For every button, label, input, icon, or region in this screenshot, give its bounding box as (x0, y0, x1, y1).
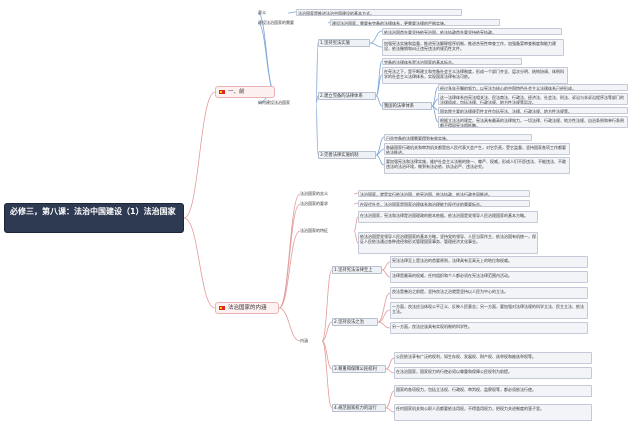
connector-line (257, 22, 276, 93)
legal-system-leaf-1[interactable]: 完备的法律体系是法治国家的基本标志。 (382, 58, 522, 65)
connector-line (375, 154, 385, 166)
meaning-of-rule-of-law-label[interactable]: 法治国家的含义 (300, 191, 328, 196)
connector-line (375, 74, 383, 97)
connector-line (385, 390, 395, 409)
branch-lower-topic[interactable]: 法治国家的内涵 (215, 302, 279, 314)
flag-icon (219, 90, 225, 94)
connector-line (183, 217, 216, 309)
connector-line (183, 91, 216, 219)
features-leaf-1[interactable]: 在法治国家，宪法和法律是治国理政的根本依据，依法治国是党领导人民治理国家的基本方… (358, 211, 538, 223)
good-law-leaf-2[interactable]: 一方面，良法应当体现公平正义、反映人民意志；另一方面，要加强对法律法规的科学立法… (390, 302, 588, 319)
state-power-leaf-2[interactable]: 任何国家机关和公职人员都要依法用权，不得滥用权力，把权力关进制度的笼子里。 (394, 404, 592, 421)
group-good-law-label[interactable]: 2.坚持良法之治 (332, 318, 378, 326)
our-legal-system-label[interactable]: 我国的法律体系 (382, 102, 432, 110)
connector-line (381, 261, 391, 271)
connector-line (385, 357, 395, 370)
citizen-rights-leaf-1[interactable]: 公民依法享有广泛的权利，如生存权、发展权、财产权、选举权和被选举权等。 (394, 352, 592, 364)
requirement-label[interactable]: 建设法治国家的需要 (258, 20, 294, 25)
connector-line (278, 193, 301, 309)
rule-of-law-requirement-label[interactable]: 法治国家的要求 (300, 201, 328, 206)
features-leaf-2[interactable]: 依法治国是党领导人民治理国家的基本方略，坚持党的领导、人民当家作主、依法治国有机… (358, 232, 538, 254)
connector-line (385, 368, 395, 374)
good-law-leaf-1[interactable]: 良法是善治之前提，坚持良法之治就是坚持以人民为中心的立法。 (390, 287, 588, 299)
connector-line (315, 42, 319, 104)
our-legal-system-leaf-4[interactable]: 根据立法法的规定，宪法具有最高的法律效力，一切法律、行政法规、地方性法规、自治条… (438, 116, 628, 128)
group-constitution-label[interactable]: 1.坚持宪法实施 (318, 39, 370, 47)
connector-line (287, 11, 297, 14)
connector-line (385, 407, 395, 413)
meaning-text[interactable]: 法治国家是推进法治中国建设的基本方式。 (296, 9, 462, 16)
group-legal-system-label[interactable]: 2.建立完备的法律体系 (318, 92, 376, 100)
group-citizen-rights-label[interactable]: 3.尊重和保障公民权利 (332, 365, 386, 373)
supremacy-leaf-2[interactable]: 法律是最高的权威，任何组织和个人都必须在宪法法律范围内活动。 (390, 271, 588, 283)
group-state-power-label[interactable]: 4.规范国家权力的运行 (332, 404, 386, 412)
citizen-rights-leaf-2[interactable]: 在法治国家，国家权力的行使必须以尊重和保障公民权利为前提。 (394, 367, 592, 379)
state-power-leaf-1[interactable]: 国家的各项权力，包括立法权、行政权、审判权、监察权等，都必须依法行使。 (394, 385, 592, 397)
connector-line (321, 269, 333, 342)
connector-line (369, 30, 383, 44)
connector-line (315, 95, 319, 104)
rule-of-law-requirement-text[interactable]: 在现代社会，法治国家是国家治理体系和治理能力现代化的重要标志。 (358, 200, 530, 207)
connector-line (353, 230, 359, 244)
connector-line (381, 269, 391, 278)
our-legal-system-leaf-1[interactable]: 经过多年不懈的努力，以宪法为核心的中国特色社会主义法律体系已经形成。 (438, 84, 628, 91)
connector-line (278, 230, 301, 309)
connector-line (377, 292, 391, 323)
root-topic[interactable]: 必修三，第八课：法治中国建设（1）法治国家 (4, 203, 184, 233)
connector-line (369, 42, 383, 48)
group-implementation-label[interactable]: 3.完善法律实施机制 (318, 151, 376, 159)
constitution-leaf-1[interactable]: 依法治国首先要坚持依宪治国，依法执政首先要坚持依宪执政。 (382, 28, 562, 35)
our-legal-system-leaf-3[interactable]: 国务院主要的法律规范性文件包括宪法、法律、行政法规、地方性法规等。 (438, 107, 628, 114)
implementation-leaf-3[interactable]: 要加强宪法和法律实施，维护社会主义法制的统一、尊严、权威，形成人们不愿违法、不能… (384, 157, 570, 174)
connector-line (321, 340, 333, 409)
connector-line (327, 21, 331, 24)
branch-upper-topic[interactable]: 一、前 (215, 86, 275, 98)
good-law-leaf-3[interactable]: 另一方面，良法应该具有实现机制的科学性。 (390, 322, 588, 334)
how-to-build-label[interactable]: 如何建设法治国家 (258, 100, 290, 105)
connector-line (377, 321, 391, 329)
implementation-leaf-1[interactable]: 日益完备的法律需要得到有效实施。 (384, 134, 532, 141)
group-supremacy-label[interactable]: 1.坚持宪法法律至上 (332, 266, 382, 274)
connector-line (321, 321, 333, 342)
constitution-leaf-2[interactable]: 加强宪法实施和监督，推进宪法解释程序机制，推进合宪性审查工作，加强备案审查制度和… (382, 39, 564, 56)
meaning-of-rule-of-law-text[interactable]: 法治国家，就是实行依法治国、依宪治国、依法执政、依法行政共同推进。 (358, 190, 530, 197)
implementation-leaf-2[interactable]: 各级国家行政机关和审判机关都是由人民代表大会产生，对它负责，受它监督，坚持国家各… (384, 143, 570, 155)
supremacy-leaf-1[interactable]: 宪法法律至上是法治的首要原则，法律具有至高无上的地位和权威。 (390, 256, 588, 268)
connector-line (278, 203, 301, 309)
legal-system-leaf-2[interactable]: 在宪法之下，是不断建立和完备社会主义法律制度，形成一个部门齐全、层次分明、结构协… (382, 67, 568, 84)
connector-line (278, 307, 301, 342)
connotation-label[interactable]: 内涵 (300, 338, 308, 343)
requirement-text[interactable]: 建设法治国家，需要有完备的法律体系，更需要法律的严格实施。 (330, 19, 500, 26)
connector-line (353, 216, 359, 232)
connector-line (375, 95, 383, 107)
flag-icon (219, 306, 225, 310)
rule-of-law-features-label[interactable]: 法治国家的特征 (300, 228, 328, 233)
meaning-label[interactable]: 意义 (258, 10, 266, 15)
connector-line (431, 105, 439, 123)
connector-line (353, 192, 359, 195)
connector-line (315, 102, 319, 156)
connector-line (377, 309, 391, 323)
our-legal-system-leaf-2[interactable]: 这一法律体系由宪法相关法、民法商法、行政法、经济法、社会法、刑法、诉讼与非诉讼程… (438, 93, 628, 105)
connector-line (353, 202, 359, 205)
